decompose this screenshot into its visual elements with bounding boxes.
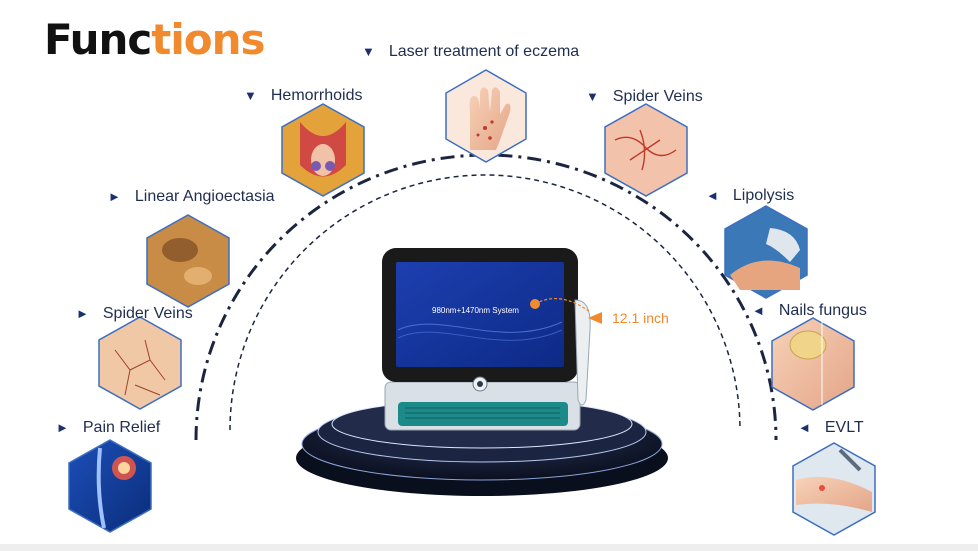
evlt-procedure-icon [792, 442, 876, 536]
down-arrow-icon: ▼ [244, 88, 257, 103]
down-arrow-icon: ▼ [586, 89, 599, 104]
right-arrow-icon: ► [56, 420, 69, 435]
label-lipolysis: ◄ Lipolysis [706, 186, 794, 206]
hemorrhoids-anatomy-icon [281, 103, 365, 197]
laser-device [382, 248, 591, 431]
bottom-divider [0, 544, 978, 551]
label-eczema-text: Laser treatment of eczema [388, 43, 580, 60]
angioectasia-endoscopy-icon [146, 214, 230, 308]
label-eczema: ▼ Laser treatment of eczema [362, 42, 579, 62]
right-arrow-icon: ► [76, 306, 89, 321]
device-screen-text: 980nm+1470nm System [432, 306, 519, 315]
label-spider-veins-left-text: Spider Veins [102, 305, 193, 322]
spider-veins-leg-icon [604, 103, 688, 197]
label-evlt: ◄ EVLT [798, 418, 864, 438]
pain-relief-spine-icon [68, 439, 152, 533]
label-pain-relief: ► Pain Relief [56, 418, 160, 438]
outer-arc [194, 153, 778, 441]
label-hemorrhoids: ▼ Hemorrhoids [244, 86, 362, 106]
left-arrow-icon: ◄ [706, 188, 719, 203]
label-spider-veins-right-text: Spider Veins [612, 88, 703, 105]
label-spider-veins-right: ▼ Spider Veins [586, 87, 703, 107]
label-nails-fungus: ◄ Nails fungus [752, 301, 867, 321]
size-callout-pointer [530, 297, 602, 324]
down-arrow-icon: ▼ [362, 44, 375, 59]
lipolysis-treatment-icon [724, 205, 808, 299]
label-hemorrhoids-text: Hemorrhoids [270, 87, 363, 104]
spider-veins-thigh-icon [98, 316, 182, 410]
label-spider-veins-left: ► Spider Veins [76, 304, 193, 324]
label-nails-fungus-text: Nails fungus [778, 302, 867, 319]
right-arrow-icon: ► [108, 189, 121, 204]
eczema-hand-icon [445, 69, 527, 163]
left-arrow-icon: ◄ [752, 303, 765, 318]
title-part-accent: tions [151, 15, 265, 64]
label-evlt-text: EVLT [824, 419, 864, 436]
label-linear-angioectasia: ► Linear Angioectasia [108, 187, 275, 207]
label-pain-relief-text: Pain Relief [82, 419, 161, 436]
screen-size-callout: 12.1 inch [612, 310, 669, 326]
nail-fungus-toe-icon [771, 317, 855, 411]
left-arrow-icon: ◄ [798, 420, 811, 435]
label-lipolysis-text: Lipolysis [732, 187, 795, 204]
title-part-dark: Func [44, 15, 152, 64]
page-title: Functions [44, 14, 266, 66]
label-linear-angioectasia-text: Linear Angioectasia [134, 188, 275, 205]
inner-arc [229, 174, 741, 431]
